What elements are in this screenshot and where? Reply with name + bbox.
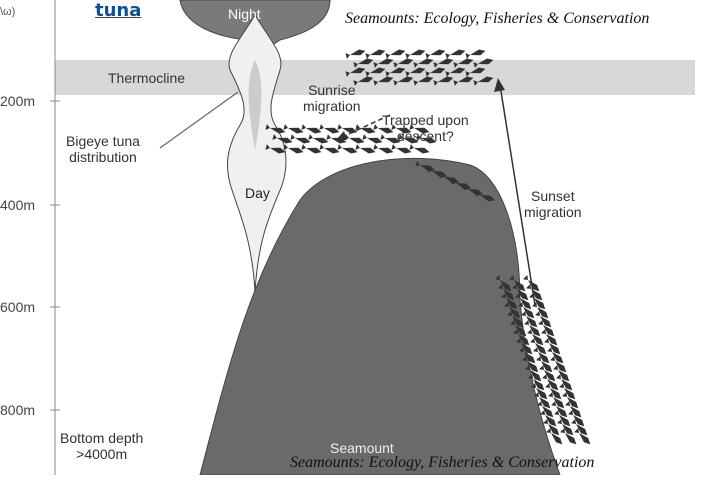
depth-label-800: 800m — [0, 402, 35, 418]
bigeye-label-line2: distribution — [66, 149, 140, 165]
fish-mark — [365, 48, 386, 59]
day-label: Day — [245, 185, 270, 201]
fish-mark — [355, 144, 376, 155]
fish-mark — [308, 134, 329, 145]
sunset-label-line1: Sunset — [524, 188, 582, 204]
thermocline-label: Thermocline — [108, 70, 185, 86]
depth-label-600: 600m — [0, 299, 35, 315]
trapped-label-line1: Trapped upon — [382, 112, 469, 128]
fish-mark — [319, 124, 340, 135]
fish-mark — [344, 134, 365, 145]
fish-mark — [319, 144, 340, 155]
sunrise-label: Sunrise migration — [303, 82, 361, 114]
bottom-depth-label: Bottom depth >4000m — [60, 430, 143, 462]
bottom-depth-line2: >4000m — [60, 446, 143, 462]
fish-mark — [283, 124, 304, 135]
sunset-label-line2: migration — [524, 204, 582, 220]
sunset-label: Sunset migration — [524, 188, 582, 220]
fish-mark — [391, 144, 412, 155]
trapped-label: Trapped upon descent? — [382, 112, 469, 144]
fish-mark — [337, 124, 358, 135]
fish-mark — [301, 144, 322, 155]
caption-top: Seamounts: Ecology, Fisheries & Conserva… — [345, 10, 649, 28]
seamount-label: Seamount — [330, 440, 394, 456]
fish-mark — [465, 48, 486, 59]
fish-mark — [337, 144, 358, 155]
fish-mark — [290, 134, 311, 145]
fish-mark — [283, 144, 304, 155]
fish-mark — [385, 48, 406, 59]
fish-mark — [373, 144, 394, 155]
fish-mark — [301, 124, 322, 135]
fish-mark — [345, 48, 366, 59]
bottom-depth-line1: Bottom depth — [60, 430, 143, 446]
bigeye-label: Bigeye tuna distribution — [66, 133, 140, 165]
fish-mark — [445, 48, 466, 59]
fish-mark — [362, 134, 383, 145]
fish-mark — [409, 144, 430, 155]
depth-label-400: 400m — [0, 197, 35, 213]
depth-label-200: 200m — [0, 93, 35, 109]
tuna-title-link[interactable]: tuna — [95, 0, 141, 21]
top-left-fragment: \ω) — [0, 6, 15, 18]
sunrise-label-line2: migration — [303, 98, 361, 114]
caption-bottom: Seamounts: Ecology, Fisheries & Conserva… — [290, 454, 594, 472]
bigeye-label-line1: Bigeye tuna — [66, 133, 140, 149]
bigeye-pointer — [160, 92, 238, 148]
sunrise-label-line1: Sunrise — [303, 82, 361, 98]
fish-mark — [405, 48, 426, 59]
fish-mark — [425, 48, 446, 59]
trapped-label-line2: descent? — [382, 128, 469, 144]
night-label: Night — [228, 6, 261, 22]
